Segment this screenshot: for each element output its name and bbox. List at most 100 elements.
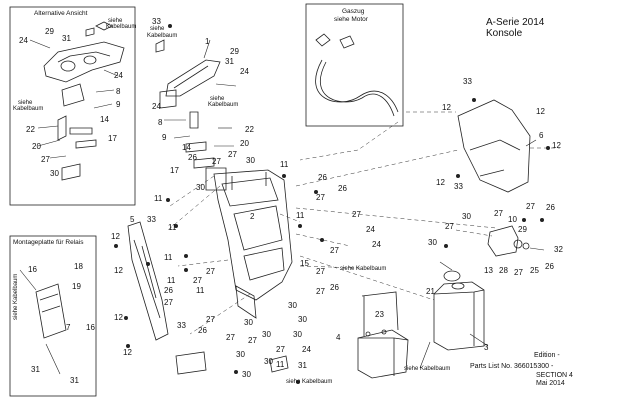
part-number-callout: 30 (242, 370, 251, 379)
part-number-callout: 31 (31, 365, 40, 374)
part-number-callout: 30 (244, 318, 253, 327)
part-number-callout: 31 (62, 34, 71, 43)
part-number-callout: 17 (170, 166, 179, 175)
part-number-callout: 30 (298, 315, 307, 324)
part-number-callout: 22 (26, 125, 35, 134)
part-number-callout: 11 (164, 253, 173, 262)
side-panel (127, 221, 169, 341)
part-number-callout: 24 (114, 71, 123, 80)
part-number-callout: 33 (177, 321, 186, 330)
part-number-callout: 27 (526, 202, 535, 211)
part-number-callout: 26 (338, 184, 347, 193)
part-number-callout: 33 (147, 215, 156, 224)
part-number-callout: 27 (514, 268, 523, 277)
part-number-callout: 30 (50, 169, 59, 178)
part-number-callout: 29 (230, 47, 239, 56)
part-number-callout: 27 (276, 345, 285, 354)
part-number-callout: 17 (108, 134, 117, 143)
part-number-callout: 26 (164, 286, 173, 295)
part-number-callout: 13 (484, 266, 493, 275)
part-number-callout: 31 (70, 376, 79, 385)
kabelbaum-callout-1b: Kabelbaum (106, 24, 137, 30)
part-number-callout: 26 (546, 203, 555, 212)
part-number-callout: 27 (316, 267, 325, 276)
part-number-callout: 20 (32, 142, 41, 151)
inset-title-alternative: Alternative Ansicht (34, 10, 88, 17)
part-number-callout: 30 (246, 156, 255, 165)
part-number-callout: 27 (330, 246, 339, 255)
part-number-callout: 33 (152, 17, 161, 26)
part-number-callout: 7 (66, 323, 71, 332)
footer-parts-list: Parts List No. 366015300 - (470, 363, 554, 370)
part-number-callout: 16 (86, 323, 95, 332)
inset-title-relais: Montageplatte für Relais (13, 239, 84, 246)
part-number-callout: 19 (72, 282, 81, 291)
part-number-callout: 27 (352, 210, 361, 219)
kabelbaum-callout-2a: siehe (150, 26, 165, 32)
part-number-callout: 27 (226, 333, 235, 342)
part-number-callout: 12 (436, 178, 445, 187)
part-number-callout: 20 (240, 139, 249, 148)
part-number-callout: 18 (74, 262, 83, 271)
tank (433, 281, 485, 351)
battery-strap (361, 291, 399, 336)
part-number-callout: 27 (316, 287, 325, 296)
inset-frame-relais (9, 235, 97, 397)
part-number-callout: 23 (375, 310, 384, 319)
part-number-callout: 31 (298, 361, 307, 370)
part-number-callout: 27 (206, 267, 215, 276)
part-number-callout: 27 (494, 209, 503, 218)
part-number-callout: 26 (330, 283, 339, 292)
part-number-callout: 11 (276, 360, 285, 369)
part-number-callout: 30 (428, 238, 437, 247)
part-number-callout: 26 (318, 173, 327, 182)
part-number-callout: 12 (114, 266, 123, 275)
console-frame (213, 169, 293, 301)
part-number-callout: 9 (116, 100, 121, 109)
footer-edition: Edition - (534, 352, 560, 359)
part-number-callout: 11 (296, 211, 305, 220)
part-number-callout: 11 (280, 160, 289, 169)
part-number-callout: 26 (188, 153, 197, 162)
part-number-callout: 29 (518, 225, 527, 234)
part-number-callout: 14 (182, 143, 191, 152)
part-number-callout: 25 (530, 266, 539, 275)
diagram-section-title: Konsole (486, 28, 523, 39)
part-number-callout: 31 (225, 57, 234, 66)
kabelbaum-callout-4a: siehe (210, 96, 225, 102)
part-number-callout: 27 (316, 193, 325, 202)
part-number-callout: 27 (445, 222, 454, 231)
relais-plate (35, 283, 67, 339)
part-number-callout: 5 (130, 215, 135, 224)
throttle-cable (315, 59, 399, 113)
part-number-callout: 11 (154, 194, 163, 203)
part-number-callout: 27 (248, 336, 257, 345)
part-number-callout: 11 (167, 276, 176, 285)
part-number-callout: 27 (41, 155, 50, 164)
console-cover (165, 59, 221, 97)
part-number-callout: 2 (250, 212, 255, 221)
part-number-callout: 9 (162, 133, 167, 142)
part-number-callout: 30 (264, 357, 273, 366)
kabelbaum-callout-1a: siehe (108, 18, 123, 24)
part-number-callout: 24 (240, 67, 249, 76)
alt-console-shape (43, 41, 125, 83)
inset-frame-alternative (9, 6, 136, 206)
part-number-callout: 27 (228, 150, 237, 159)
inset-subtitle-gaszug: siehe Motor (334, 16, 368, 23)
kabelbaum-callout-5: siehe Kabelbaum (340, 266, 387, 272)
part-number-callout: 30 (293, 330, 302, 339)
inset-title-gaszug: Gaszug (342, 8, 365, 15)
kabelbaum-callout-2b: Kabelbaum (147, 33, 178, 39)
part-number-callout: 24 (19, 36, 28, 45)
part-number-callout: 1 (205, 37, 210, 46)
part-number-callout: 26 (198, 326, 207, 335)
part-number-callout: 22 (245, 125, 254, 134)
part-number-callout: 30 (262, 330, 271, 339)
part-number-callout: 8 (116, 87, 121, 96)
part-number-callout: 28 (499, 266, 508, 275)
kabelbaum-callout-3a: siehe (18, 100, 33, 106)
part-number-callout: 30 (288, 301, 297, 310)
